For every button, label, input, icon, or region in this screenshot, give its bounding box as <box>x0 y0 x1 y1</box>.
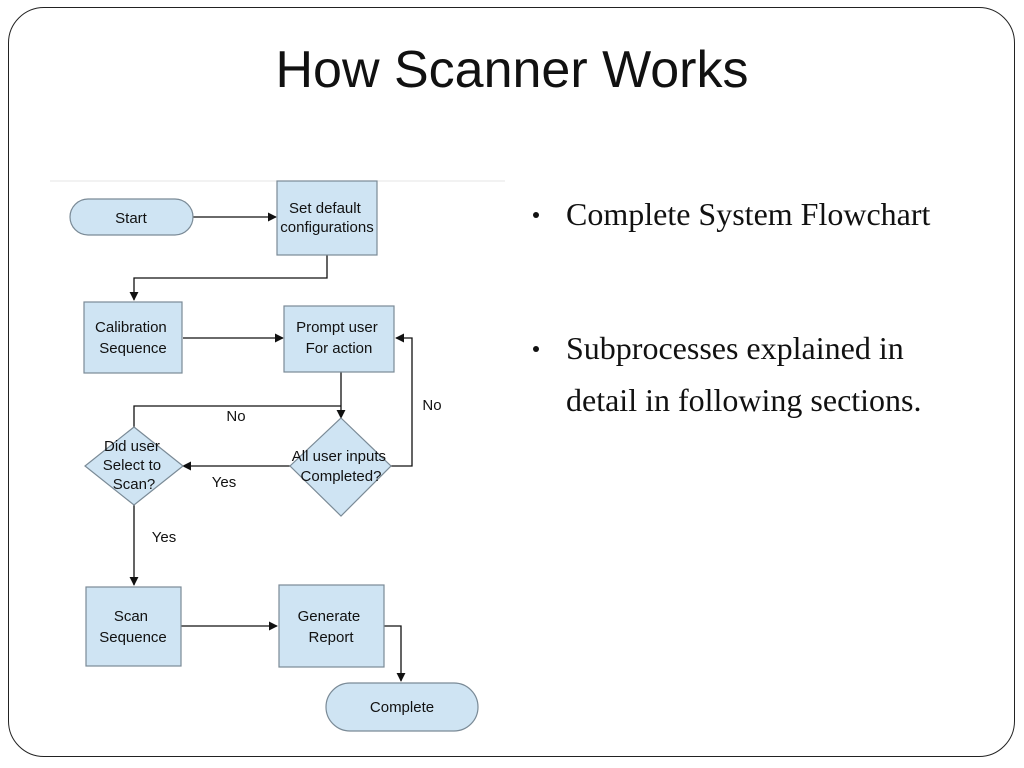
bullet-list: Complete System Flowchart Subprocesses e… <box>530 188 970 426</box>
node-complete <box>325 682 479 732</box>
edges <box>129 212 413 682</box>
node-did-user-label: Did user Select to Scan? <box>103 438 166 493</box>
edge-report-to-complete <box>384 625 406 682</box>
node-set-default-label: Set default configurations <box>280 200 373 236</box>
node-scan-label: Scan Sequence <box>99 608 167 646</box>
bullet-item: Subprocesses explained in detail in foll… <box>530 322 970 426</box>
flowchart-svg: No No Yes Yes Start Set default configur… <box>50 180 505 732</box>
node-calibration-label: Calibration Sequence <box>95 319 171 357</box>
bullet-dot-icon <box>533 346 539 352</box>
nodes <box>69 180 479 732</box>
system-flowchart: No No Yes Yes Start Set default configur… <box>50 178 510 738</box>
node-prompt-label: Prompt user For action <box>296 319 382 357</box>
edge-setdefault-to-calibration <box>129 255 328 301</box>
node-did-user <box>84 426 184 506</box>
node-set-default <box>276 180 378 256</box>
bullet-text: Complete System Flowchart <box>566 196 931 232</box>
node-report <box>278 584 385 668</box>
node-start <box>69 198 194 236</box>
node-all-inputs-label: All user inputs Completed? <box>292 448 390 485</box>
node-complete-label: Complete <box>370 699 434 716</box>
bullet-text: Subprocesses explained in detail in foll… <box>566 330 922 418</box>
edge-label-yes-down: Yes <box>152 529 176 546</box>
bullet-item: Complete System Flowchart <box>530 188 970 240</box>
edge-label-yes-left: Yes <box>212 474 236 491</box>
node-all-inputs <box>289 417 392 517</box>
node-report-label: Generate Report <box>298 608 365 646</box>
edge-label-no-top: No <box>226 408 245 425</box>
node-scan <box>85 586 182 667</box>
edge-allinputs-to-prompt-no <box>391 333 413 467</box>
node-calibration <box>83 301 183 374</box>
node-start-label: Start <box>115 210 148 227</box>
page-title: How Scanner Works <box>275 41 749 99</box>
node-prompt <box>283 305 395 373</box>
edge-diduser-no <box>133 405 341 427</box>
edge-label-no-right: No <box>422 397 441 414</box>
bullet-dot-icon <box>533 212 539 218</box>
